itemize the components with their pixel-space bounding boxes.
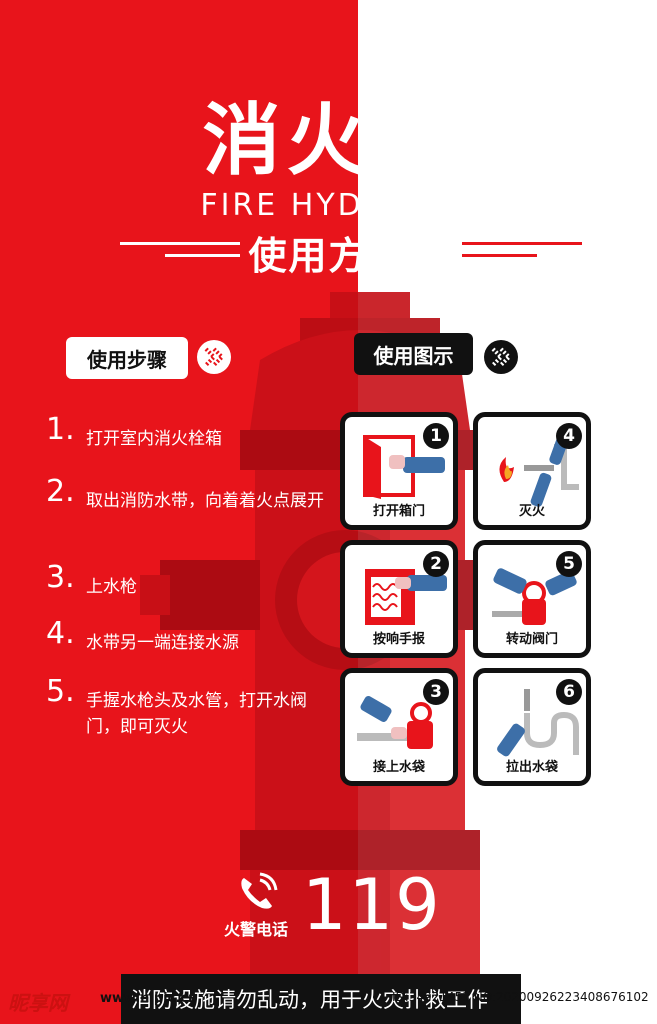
main-title: 消火栓 — [0, 78, 657, 190]
step-badge: 2 — [423, 551, 449, 577]
card-extinguish: 4 灭火 — [473, 412, 591, 530]
card-open-door: 1 打开箱门 — [340, 412, 458, 530]
connect-hose-illustration — [357, 696, 433, 749]
card-caption: 按响手报 — [372, 632, 425, 647]
card-caption: 打开箱门 — [372, 504, 425, 519]
step-number: 3. — [46, 560, 75, 595]
step-badge: 1 — [423, 423, 449, 449]
decor-line-left-top — [120, 242, 240, 245]
usage-subtitle: 使用方法 — [248, 234, 409, 278]
card-pull-hose: 6 拉出水袋 — [473, 668, 591, 786]
step-text: 上水枪 — [86, 577, 137, 597]
card-caption: 转动阀门 — [505, 632, 558, 647]
watermark-url: www.nipic.cn — [100, 991, 198, 1006]
step-text: 水带另一端连接水源 — [86, 633, 239, 653]
step-text: 手握水枪头及水管，打开水阀门，即可灭火 — [86, 691, 307, 737]
watermark-logo: 昵享网 — [8, 991, 68, 1015]
english-title: FIRE HYDRANT — [200, 188, 457, 223]
step-number: 2. — [46, 474, 75, 509]
card-caption: 接上水袋 — [372, 760, 425, 775]
step-badge: 5 — [556, 551, 582, 577]
step-text: 打开室内消火栓箱 — [86, 429, 222, 449]
watermark-id: ID:34921453 NO:20200926223408676102 — [392, 990, 649, 1004]
fire-hotline-number: 119 — [302, 864, 442, 946]
decor-line-right-bottom — [462, 254, 537, 257]
chevron-right-icon — [484, 340, 518, 374]
main-title-text: 消火栓 — [202, 96, 455, 186]
step-number: 1. — [46, 412, 75, 447]
card-connect-hose: 3 接上水袋 — [340, 668, 458, 786]
card-caption: 灭火 — [518, 504, 545, 519]
decor-line-right-top — [462, 242, 582, 245]
step-badge: 6 — [556, 679, 582, 705]
card-alarm: 2 按响手报 — [340, 540, 458, 658]
footer-banner: 消防设施请勿乱动，用于火灾扑救工作 — [121, 974, 521, 1024]
fire-hotline-label: 火警电话 — [224, 920, 289, 939]
footer-text: 消防设施请勿乱动，用于火灾扑救工作 — [131, 988, 488, 1012]
step-number: 4. — [46, 616, 75, 651]
demo-tag: 使用图示 — [354, 333, 473, 375]
press-alarm-illustration — [365, 569, 447, 625]
step-text: 取出消防水带，向着着火点展开 — [86, 491, 324, 511]
step-number: 5. — [46, 674, 75, 709]
step-badge: 4 — [556, 423, 582, 449]
card-turn-valve: 5 转动阀门 — [473, 540, 591, 658]
pull-hose-illustration — [497, 689, 579, 757]
open-box-door-illustration — [363, 435, 445, 499]
phone-icon — [241, 872, 278, 909]
steps-tag: 使用步骤 — [66, 337, 188, 379]
decor-line-left-bottom — [165, 254, 240, 257]
card-caption: 拉出水袋 — [505, 760, 558, 775]
step-badge: 3 — [423, 679, 449, 705]
chevron-right-icon — [197, 340, 231, 374]
